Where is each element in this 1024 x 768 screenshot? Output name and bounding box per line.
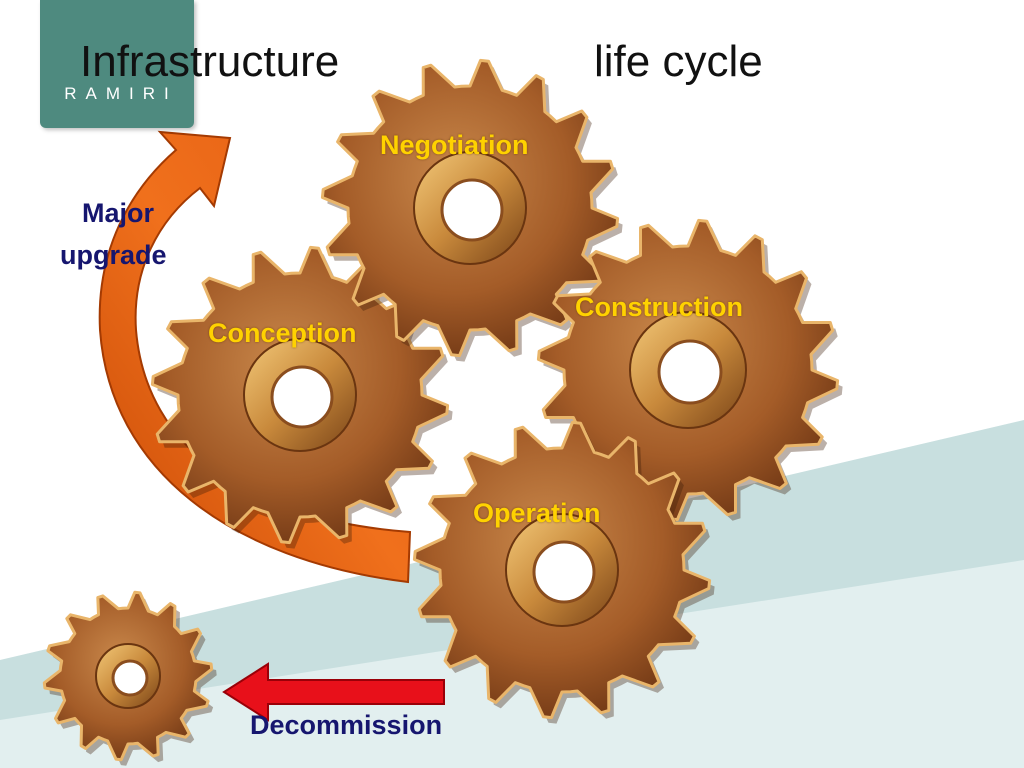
gear-operation-hole [532,540,596,604]
gear-label-construction: Construction [575,292,743,322]
gear-construction-hole [657,339,723,405]
gear-negotiation [320,58,623,362]
gear-conception-hole [270,365,334,429]
gear-label-operation: Operation [473,498,601,528]
decommission-label: Decommission [250,710,443,740]
gears-layer [42,58,843,766]
major-upgrade-label-line1: Major [82,198,155,228]
gear-label-conception: Conception [208,318,357,348]
major-upgrade-label-line2: upgrade [60,240,167,270]
page-title-left: Infrastructure [80,37,340,86]
ramiri-logo: RAMIRI [40,0,194,128]
page-title-right: life cycle [594,37,763,86]
gear-decommissioned-hole [111,659,149,697]
decommission-arrow [222,662,445,722]
gear-operation [412,420,715,724]
logo-text: RAMIRI [64,84,178,103]
gear-negotiation-hole [440,178,504,242]
gear-label-negotiation: Negotiation [380,130,529,160]
gear-decommissioned [42,590,217,766]
gear-conception [150,245,453,549]
